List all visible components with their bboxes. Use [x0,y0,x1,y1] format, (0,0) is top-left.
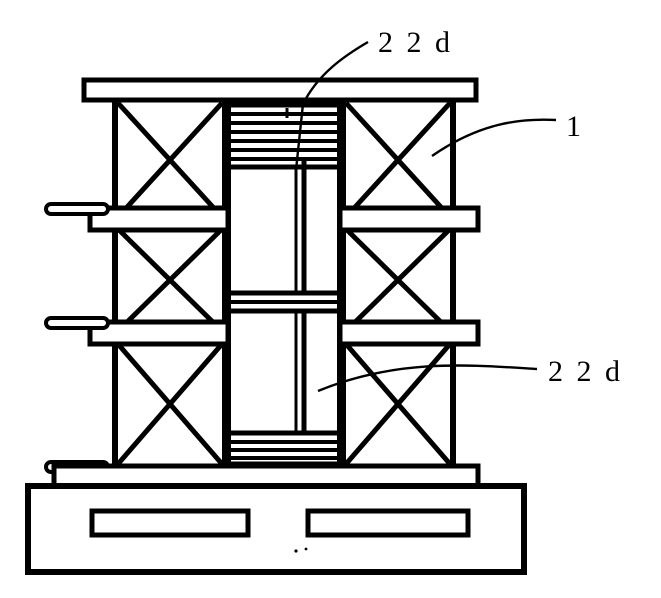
winding-band-middle [231,290,337,314]
mid-plate-upper-left [87,205,231,233]
leader-22d-top [294,40,369,171]
mid-plate-upper-right [337,205,481,233]
top-plate [81,77,479,103]
core-column-body [225,97,343,469]
left-tab-upper [44,202,110,216]
leader-1 [431,118,557,157]
label-22d-bottom: 2 2 d [548,355,623,388]
x-brace-left-1 [116,101,224,219]
leader-22d-bottom [317,364,538,393]
base-speck-b [304,547,308,551]
x-brace-left-3 [116,342,224,466]
left-tab-middle [44,316,110,330]
mid-plate-lower-right [337,319,481,347]
x-brace-left-2 [116,227,224,333]
base-slot-right [305,508,471,538]
mid-plates [87,205,481,347]
x-brace-right-3 [344,342,452,466]
winding-band-top [231,102,337,170]
base-speck-a [294,549,298,553]
leader-lines [294,40,557,393]
winding-bands [231,102,337,467]
base-block-group [25,483,527,575]
base-slot-left [89,508,251,538]
label-22d-top: 2 2 d [378,26,453,59]
mid-plate-lower-left [87,319,231,347]
core-column [225,97,343,469]
x-brace-right-1 [344,101,452,219]
x-brace-right-2 [344,227,452,333]
label-1: 1 [566,110,584,143]
